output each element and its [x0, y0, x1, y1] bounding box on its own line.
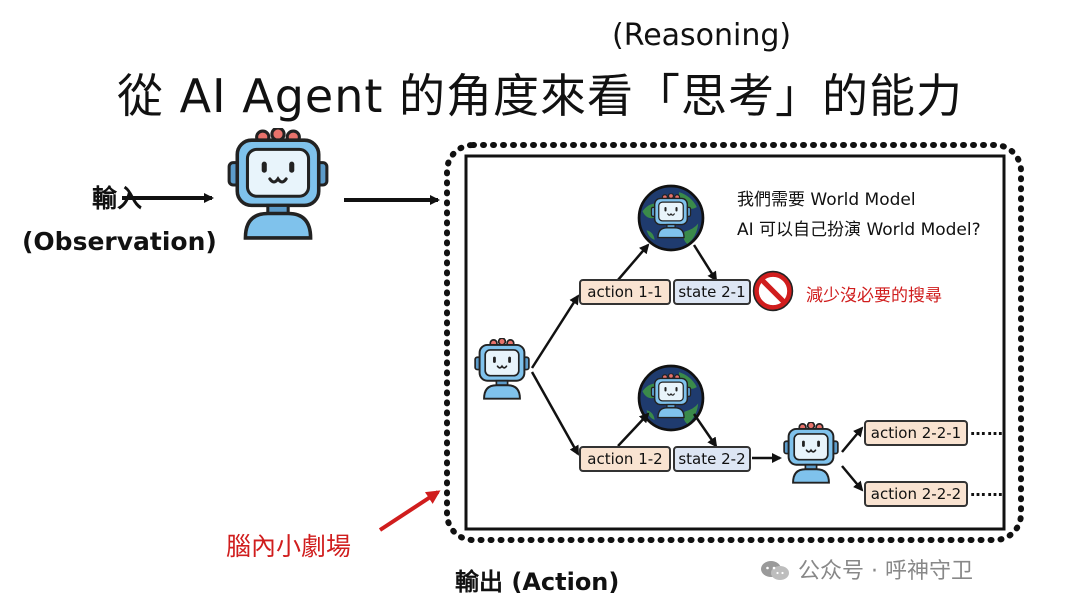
robot-to-action-2-2-1-arrow [841, 426, 864, 453]
wechat-icon [761, 561, 789, 580]
page-title: 從 AI Agent 的角度來看「思考」的能力 [116, 69, 964, 123]
brain-theater-pointer-arrow [378, 490, 441, 532]
world-model-note-line2: AI 可以自己扮演 World Model? [737, 219, 981, 240]
state-2-2-box: state 2-2 [673, 446, 751, 472]
observation-label-zh: 輸入 [91, 184, 142, 213]
ai-robot-icon [227, 128, 329, 240]
observation-label: 輸入 (Observation) [22, 178, 217, 263]
world-model-note: 我們需要 World Model AI 可以自己扮演 World Model? [737, 186, 981, 246]
reasoning-panel-frame [464, 154, 1006, 531]
action-2-2-2-box: action 2-2-2 [864, 481, 968, 507]
world-model-note-line1: 我們需要 World Model [737, 190, 916, 210]
globe-to-state-2-1-arrow [692, 244, 718, 282]
action-1-2-to-globe-arrow [617, 412, 650, 447]
reasoning-annotation: (Reasoning) [612, 18, 792, 53]
brain-theater-dotted-frame [444, 142, 1024, 543]
state-2-1-box: state 2-1 [673, 279, 751, 305]
action-2-2-1-box: action 2-2-1 [864, 420, 968, 446]
robot-to-action-2-2-2-arrow [841, 465, 864, 492]
action-2-2-2-ellipsis: …… [970, 481, 1004, 500]
observation-label-en: (Observation) [22, 226, 217, 256]
root-to-action-1-1-arrow [530, 294, 580, 369]
brain-theater-label: 腦內小劇場 [226, 532, 352, 561]
root-to-action-1-2-arrow [530, 371, 580, 456]
world-model-globe-icon-upper [639, 186, 703, 250]
prohibition-icon [754, 272, 793, 311]
action-1-2-box: action 1-2 [579, 446, 671, 472]
output-action-label: 輸出 (Action) [455, 568, 620, 596]
action-1-1-box: action 1-1 [579, 279, 671, 305]
prune-note: 減少沒必要的搜尋 [806, 286, 942, 306]
world-model-globe-icon-lower [639, 366, 703, 430]
action-1-1-to-globe-arrow [617, 243, 650, 281]
globe-to-state-2-2-arrow [692, 413, 718, 448]
watermark-text: 公众号 · 呼神守卫 [798, 559, 973, 584]
watermark: 公众号 · 呼神守卫 [760, 553, 973, 585]
action-2-2-1-ellipsis: …… [970, 420, 1004, 439]
